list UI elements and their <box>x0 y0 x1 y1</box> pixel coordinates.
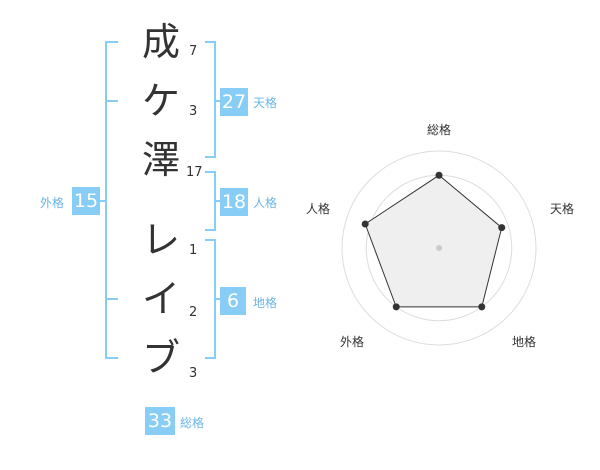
radar-point <box>361 220 369 228</box>
stroke-count-2: 3 <box>189 104 198 119</box>
radar-point <box>478 303 486 311</box>
jinkaku-badge: 18 <box>220 188 248 216</box>
radar-label-tenkaku: 天格 <box>549 202 574 216</box>
radar-point <box>498 224 506 232</box>
gaikaku-bracket <box>95 41 118 359</box>
radar-label-jinkaku: 人格 <box>305 202 330 216</box>
gaikaku-label: 外格 <box>40 196 65 210</box>
radar-center-dot <box>436 245 442 251</box>
radar-label-chikaku: 地格 <box>511 335 536 349</box>
tenkaku-label: 天格 <box>253 96 278 110</box>
name-char-2: ケ <box>141 79 180 123</box>
stroke-count-1: 7 <box>189 44 198 59</box>
stroke-count-3: 17 <box>186 165 203 180</box>
tenkaku-badge: 27 <box>220 88 248 116</box>
stroke-count-4: 1 <box>189 243 198 258</box>
radar-point <box>392 303 400 311</box>
name-char-3: 澤 <box>141 138 180 182</box>
chikaku-label: 地格 <box>253 296 278 310</box>
name-char-5: イ <box>141 277 180 321</box>
radar-ring <box>341 150 537 346</box>
name-char-1: 成 <box>141 20 180 64</box>
radar-points <box>361 171 506 311</box>
radar-label-gaikaku: 外格 <box>339 335 364 349</box>
name-char-4: レ <box>141 218 180 262</box>
radar-area <box>364 174 503 308</box>
stroke-count-5: 2 <box>189 305 198 320</box>
name-char-6: ブ <box>141 336 180 380</box>
radar-point <box>435 171 443 179</box>
gaikaku-badge: 15 <box>72 187 100 215</box>
jinkaku-label: 人格 <box>253 196 278 210</box>
soukaku-badge: 33 <box>145 407 175 435</box>
stroke-count-6: 3 <box>189 366 198 381</box>
chikaku-badge: 6 <box>220 287 246 315</box>
soukaku-label: 総格 <box>180 416 205 430</box>
radar-label-soukaku: 総格 <box>426 123 451 137</box>
